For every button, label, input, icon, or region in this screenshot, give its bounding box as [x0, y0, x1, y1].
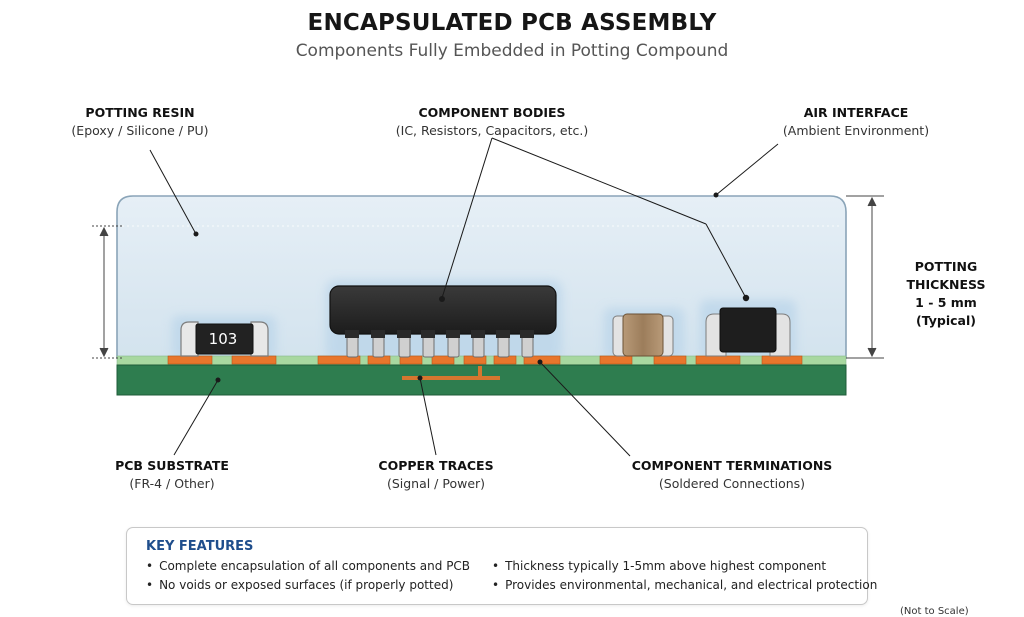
label-component-terminations: COMPONENT TERMINATIONS (Soldered Connect… — [622, 457, 842, 493]
pcb-substrate-sub: (FR-4 / Other) — [129, 476, 215, 491]
diagram-title: ENCAPSULATED PCB ASSEMBLY — [307, 10, 717, 36]
label-air-interface: AIR INTERFACE (Ambient Environment) — [766, 104, 946, 140]
component-bodies-sub: (IC, Resistors, Capacitors, etc.) — [395, 123, 589, 138]
label-copper-traces: COPPER TRACES (Signal / Power) — [366, 457, 506, 493]
pcb-substrate-title: PCB SUBSTRATE — [115, 458, 229, 473]
component-terminations-title: COMPONENT TERMINATIONS — [631, 458, 833, 473]
resistor-marking: 103 — [209, 330, 238, 348]
left-dimension — [92, 225, 122, 359]
copper-pads — [167, 355, 803, 365]
potting-thickness-note: (Typical) — [916, 313, 976, 328]
key-features-box: KEY FEATURES Complete encapsulation of a… — [126, 527, 877, 605]
label-potting-thickness: POTTING THICKNESS 1 - 5 mm (Typical) — [876, 258, 1016, 330]
key-feature-item: Complete encapsulation of all components… — [146, 557, 470, 576]
black-component — [705, 307, 791, 357]
ic-component — [329, 285, 557, 358]
copper-traces-title: COPPER TRACES — [378, 458, 494, 473]
label-component-bodies: COMPONENT BODIES (IC, Resistors, Capacit… — [372, 104, 612, 140]
capacitor-component — [612, 313, 674, 357]
copper-traces-sub: (Signal / Power) — [386, 476, 486, 491]
key-features-title: KEY FEATURES — [146, 539, 254, 554]
leader-lines — [149, 137, 779, 457]
air-interface-sub: (Ambient Environment) — [782, 123, 930, 138]
potting-thickness-title: POTTING THICKNESS — [906, 259, 986, 292]
key-feature-item: No voids or exposed surfaces (if properl… — [146, 576, 470, 595]
component-terminations-sub: (Soldered Connections) — [658, 476, 806, 491]
potting-thickness-value: 1 - 5 mm — [915, 295, 977, 310]
key-feature-item: Provides environmental, mechanical, and … — [492, 576, 877, 595]
potting-resin-title: POTTING RESIN — [85, 105, 195, 120]
diagram-subtitle: Components Fully Embedded in Potting Com… — [295, 41, 729, 61]
leader-dots — [193, 192, 750, 383]
key-feature-item: Thickness typically 1-5mm above highest … — [492, 557, 877, 576]
label-pcb-substrate: PCB SUBSTRATE (FR-4 / Other) — [102, 457, 242, 493]
potting-resin-sub: (Epoxy / Silicone / PU) — [71, 123, 209, 138]
scale-note: (Not to Scale) — [900, 606, 969, 617]
label-potting-resin: POTTING RESIN (Epoxy / Silicone / PU) — [60, 104, 220, 140]
component-bodies-title: COMPONENT BODIES — [418, 105, 566, 120]
resistor-component — [180, 321, 269, 357]
right-dimension — [846, 195, 884, 359]
key-features-left-list: Complete encapsulation of all components… — [146, 557, 470, 595]
air-interface-title: AIR INTERFACE — [803, 105, 909, 120]
key-features-right-list: Thickness typically 1-5mm above highest … — [492, 557, 877, 595]
